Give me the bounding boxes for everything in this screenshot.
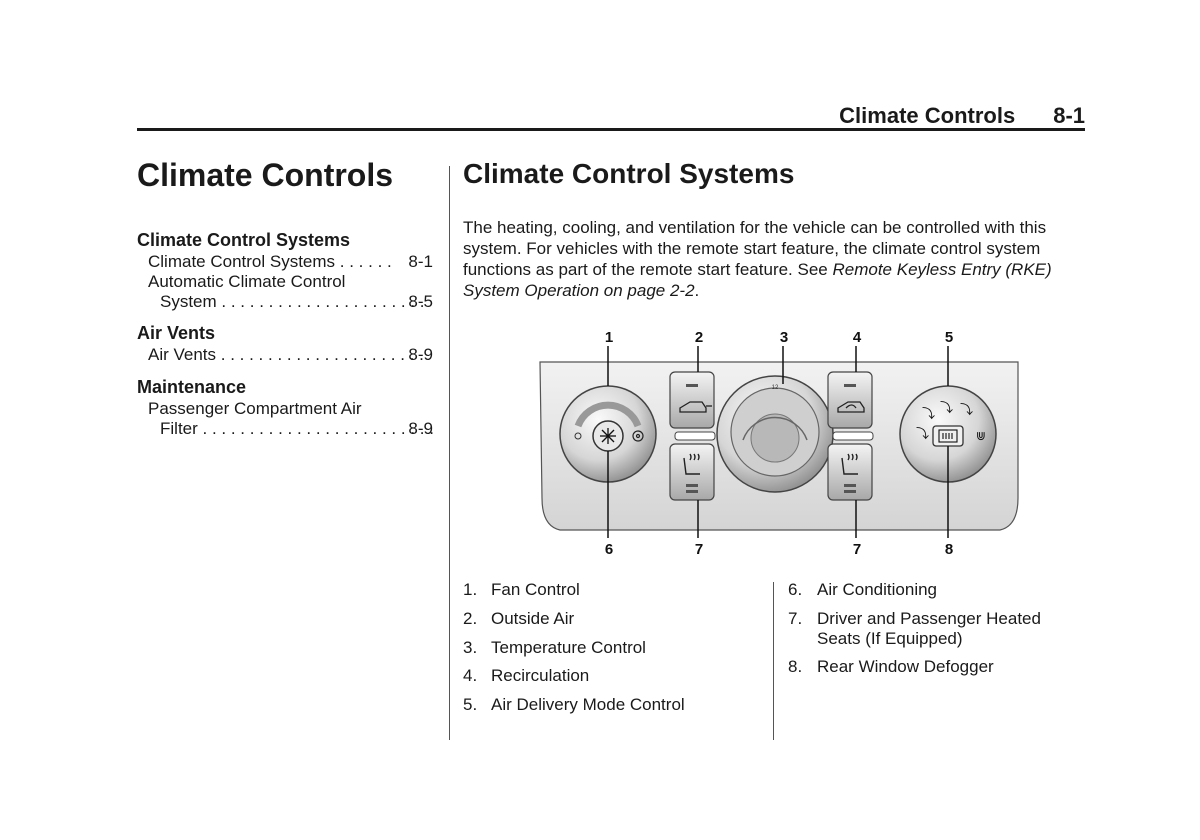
svg-text:⤵: ⤵ bbox=[916, 427, 929, 442]
heated-seat-icon bbox=[841, 453, 858, 475]
legend-item: 1. Fan Control bbox=[463, 580, 580, 600]
toc-entry-climate-control-systems[interactable]: Climate Control Systems . . . . . . 8-1 bbox=[148, 252, 433, 272]
callout-1: 1 bbox=[605, 329, 613, 346]
legend-item: 3. Temperature Control bbox=[463, 638, 646, 658]
legend-number: 3. bbox=[463, 638, 478, 657]
toc-entry-system[interactable]: System . . . . . . . . . . . . . . . . .… bbox=[160, 292, 433, 312]
toc-entry-text: Air Vents bbox=[148, 345, 217, 364]
legend-number: 8. bbox=[788, 657, 803, 676]
toc-heading-air-vents: Air Vents bbox=[137, 323, 216, 343]
legend-divider bbox=[773, 582, 774, 740]
column-divider bbox=[449, 166, 450, 740]
climate-control-panel-diagram: 12 ⤵ ⤵ ⤵ ⤵ ⋓ bbox=[539, 329, 1019, 558]
legend-number: 7. bbox=[788, 609, 803, 628]
legend-label: Air Delivery Mode Control bbox=[491, 695, 685, 714]
fan-icon bbox=[632, 430, 644, 442]
toc-page-ref: 8-5 bbox=[408, 292, 433, 311]
toc-heading-maintenance: Maintenance bbox=[137, 377, 247, 397]
toc-entry-passenger-compartment-air[interactable]: Passenger Compartment Air bbox=[148, 399, 362, 418]
toc-entry-text: Filter bbox=[160, 419, 198, 438]
toc-leader-dots: . . . . . . bbox=[335, 252, 392, 271]
legend-label: Driver and Passenger Heated bbox=[817, 609, 1041, 628]
svg-text:⤵: ⤵ bbox=[922, 407, 935, 422]
legend-number: 4. bbox=[463, 666, 478, 685]
rear-defrost-icon bbox=[938, 429, 958, 443]
legend-number: 5. bbox=[463, 695, 478, 714]
callout-7-left: 7 bbox=[695, 541, 703, 558]
cross-reference-link[interactable]: Remote Keyless Entry (RKE) System Operat… bbox=[463, 260, 1052, 300]
legend-item: 6. Air Conditioning bbox=[788, 580, 937, 600]
toc-entry-automatic-climate-control[interactable]: Automatic Climate Control bbox=[148, 272, 346, 291]
legend-label: Fan Control bbox=[491, 580, 580, 599]
rear-window-defogger-button[interactable] bbox=[932, 425, 964, 447]
callout-8: 8 bbox=[945, 541, 953, 558]
air-mode-icons: ⤵ ⤵ ⤵ ⤵ ⋓ bbox=[916, 401, 986, 443]
toc-leader-dots: . . . . . . . . . . . . . . . . . . . . … bbox=[216, 292, 425, 311]
right-divider-bar bbox=[832, 431, 874, 441]
legend-number: 2. bbox=[463, 609, 478, 628]
callout-3: 3 bbox=[780, 329, 788, 346]
toc-entry-air-vents[interactable]: Air Vents . . . . . . . . . . . . . . . … bbox=[148, 345, 433, 365]
svg-text:⋓: ⋓ bbox=[976, 429, 986, 443]
legend-number: 1. bbox=[463, 580, 478, 599]
legend-label: Air Conditioning bbox=[817, 580, 938, 599]
snowflake-icon bbox=[600, 428, 616, 444]
toc-leader-dots: . . . . . . . . . . . . . . . . . . . . … bbox=[216, 345, 424, 364]
callout-7-right: 7 bbox=[853, 541, 861, 558]
left-divider-bar bbox=[674, 431, 716, 441]
page-number: 8-1 bbox=[1053, 103, 1085, 128]
toc-entry-text: System bbox=[160, 292, 217, 311]
toc-entry-filter[interactable]: Filter . . . . . . . . . . . . . . . . .… bbox=[160, 419, 434, 439]
legend-item: 5. Air Delivery Mode Control bbox=[463, 695, 685, 715]
toc-page-ref: 8-9 bbox=[408, 419, 433, 438]
section-title: Climate Control Systems bbox=[463, 158, 795, 189]
toc-page-ref: 8-9 bbox=[408, 345, 433, 364]
legend-label: Outside Air bbox=[491, 609, 575, 628]
intro-text: The heating, cooling, and ventilation fo… bbox=[463, 218, 1047, 279]
outside-air-icon bbox=[679, 401, 712, 413]
legend-item: 4. Recirculation bbox=[463, 666, 589, 686]
toc-heading-climate-control-systems: Climate Control Systems bbox=[137, 230, 351, 250]
outside-air-button[interactable] bbox=[669, 371, 715, 429]
callout-4: 4 bbox=[853, 329, 862, 346]
chapter-title: Climate Controls bbox=[137, 157, 394, 193]
running-header: Climate Controls 8-1 bbox=[700, 103, 1085, 129]
toc-page-ref: 8-1 bbox=[408, 252, 433, 271]
svg-text:⤵: ⤵ bbox=[940, 401, 953, 416]
legend-item: 2. Outside Air bbox=[463, 609, 574, 629]
legend-label-continued: Seats (If Equipped) bbox=[817, 629, 963, 648]
callout-2: 2 bbox=[695, 329, 703, 346]
legend-label: Temperature Control bbox=[491, 638, 646, 657]
intro-paragraph: The heating, cooling, and ventilation fo… bbox=[463, 217, 1083, 301]
callout-5: 5 bbox=[945, 329, 953, 346]
callout-leader-lines bbox=[607, 346, 949, 538]
intro-end: . bbox=[694, 281, 700, 300]
temperature-control-knob[interactable] bbox=[716, 375, 834, 493]
toc-entry-text: Climate Control Systems bbox=[148, 252, 336, 271]
svg-text:⤵: ⤵ bbox=[960, 403, 973, 418]
driver-heated-seat-button[interactable] bbox=[669, 443, 715, 501]
toc-leader-dots: . . . . . . . . . . . . . . . . . . . . … bbox=[197, 419, 434, 438]
passenger-heated-seat-button[interactable] bbox=[827, 443, 873, 501]
running-header-title: Climate Controls bbox=[839, 103, 1016, 128]
heated-seat-icon bbox=[683, 453, 700, 475]
legend-number: 6. bbox=[788, 580, 803, 599]
legend-label: Recirculation bbox=[491, 666, 590, 685]
recirculation-button[interactable] bbox=[827, 371, 873, 429]
callout-6: 6 bbox=[605, 541, 613, 558]
header-rule bbox=[137, 128, 1085, 131]
legend-item: 8. Rear Window Defogger bbox=[788, 657, 994, 677]
recirculation-icon bbox=[837, 401, 865, 413]
legend-label: Rear Window Defogger bbox=[817, 657, 994, 676]
dial-marking: 12 bbox=[772, 385, 779, 391]
